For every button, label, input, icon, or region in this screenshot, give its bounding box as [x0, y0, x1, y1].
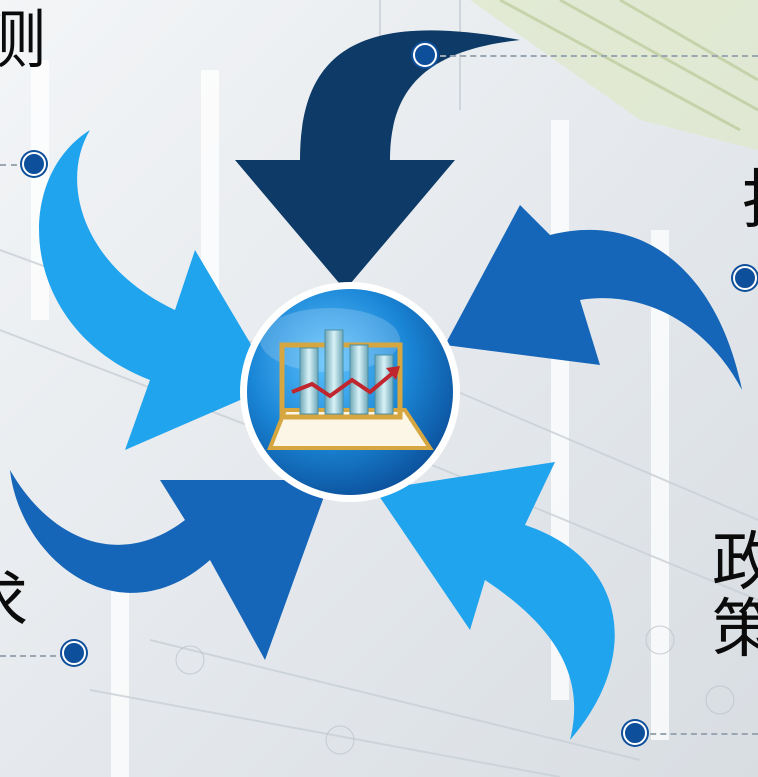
label-bottom-right-line1: 政: [712, 526, 758, 600]
label-bottom-right: 政 策: [712, 526, 758, 668]
label-bottom-left: 求: [0, 569, 28, 637]
connector-dot-bottom-right: [623, 721, 647, 745]
guide-line-bottom-right: [640, 733, 758, 735]
connector-dot-bottom-left: [62, 641, 86, 665]
guide-line-bottom-left: [0, 655, 66, 657]
connector-dot-top: [413, 43, 437, 67]
guide-line-top: [430, 55, 758, 57]
label-top-left: 测: [0, 4, 46, 78]
label-bottom-right-line2: 策: [712, 593, 758, 668]
arrow-bottom-right-light: [375, 462, 615, 740]
guide-line-top-left: [0, 164, 28, 166]
connector-dot-top-left: [22, 152, 46, 176]
bar-chart-icon: [267, 329, 434, 450]
arrow-top-dark: [235, 30, 520, 290]
arrow-bottom-left-mid: [10, 470, 330, 660]
arrow-right-mid: [445, 205, 742, 390]
label-top-right: 抄: [742, 167, 758, 235]
arrow-top-left-light: [39, 130, 275, 450]
connector-dot-right: [733, 266, 757, 290]
